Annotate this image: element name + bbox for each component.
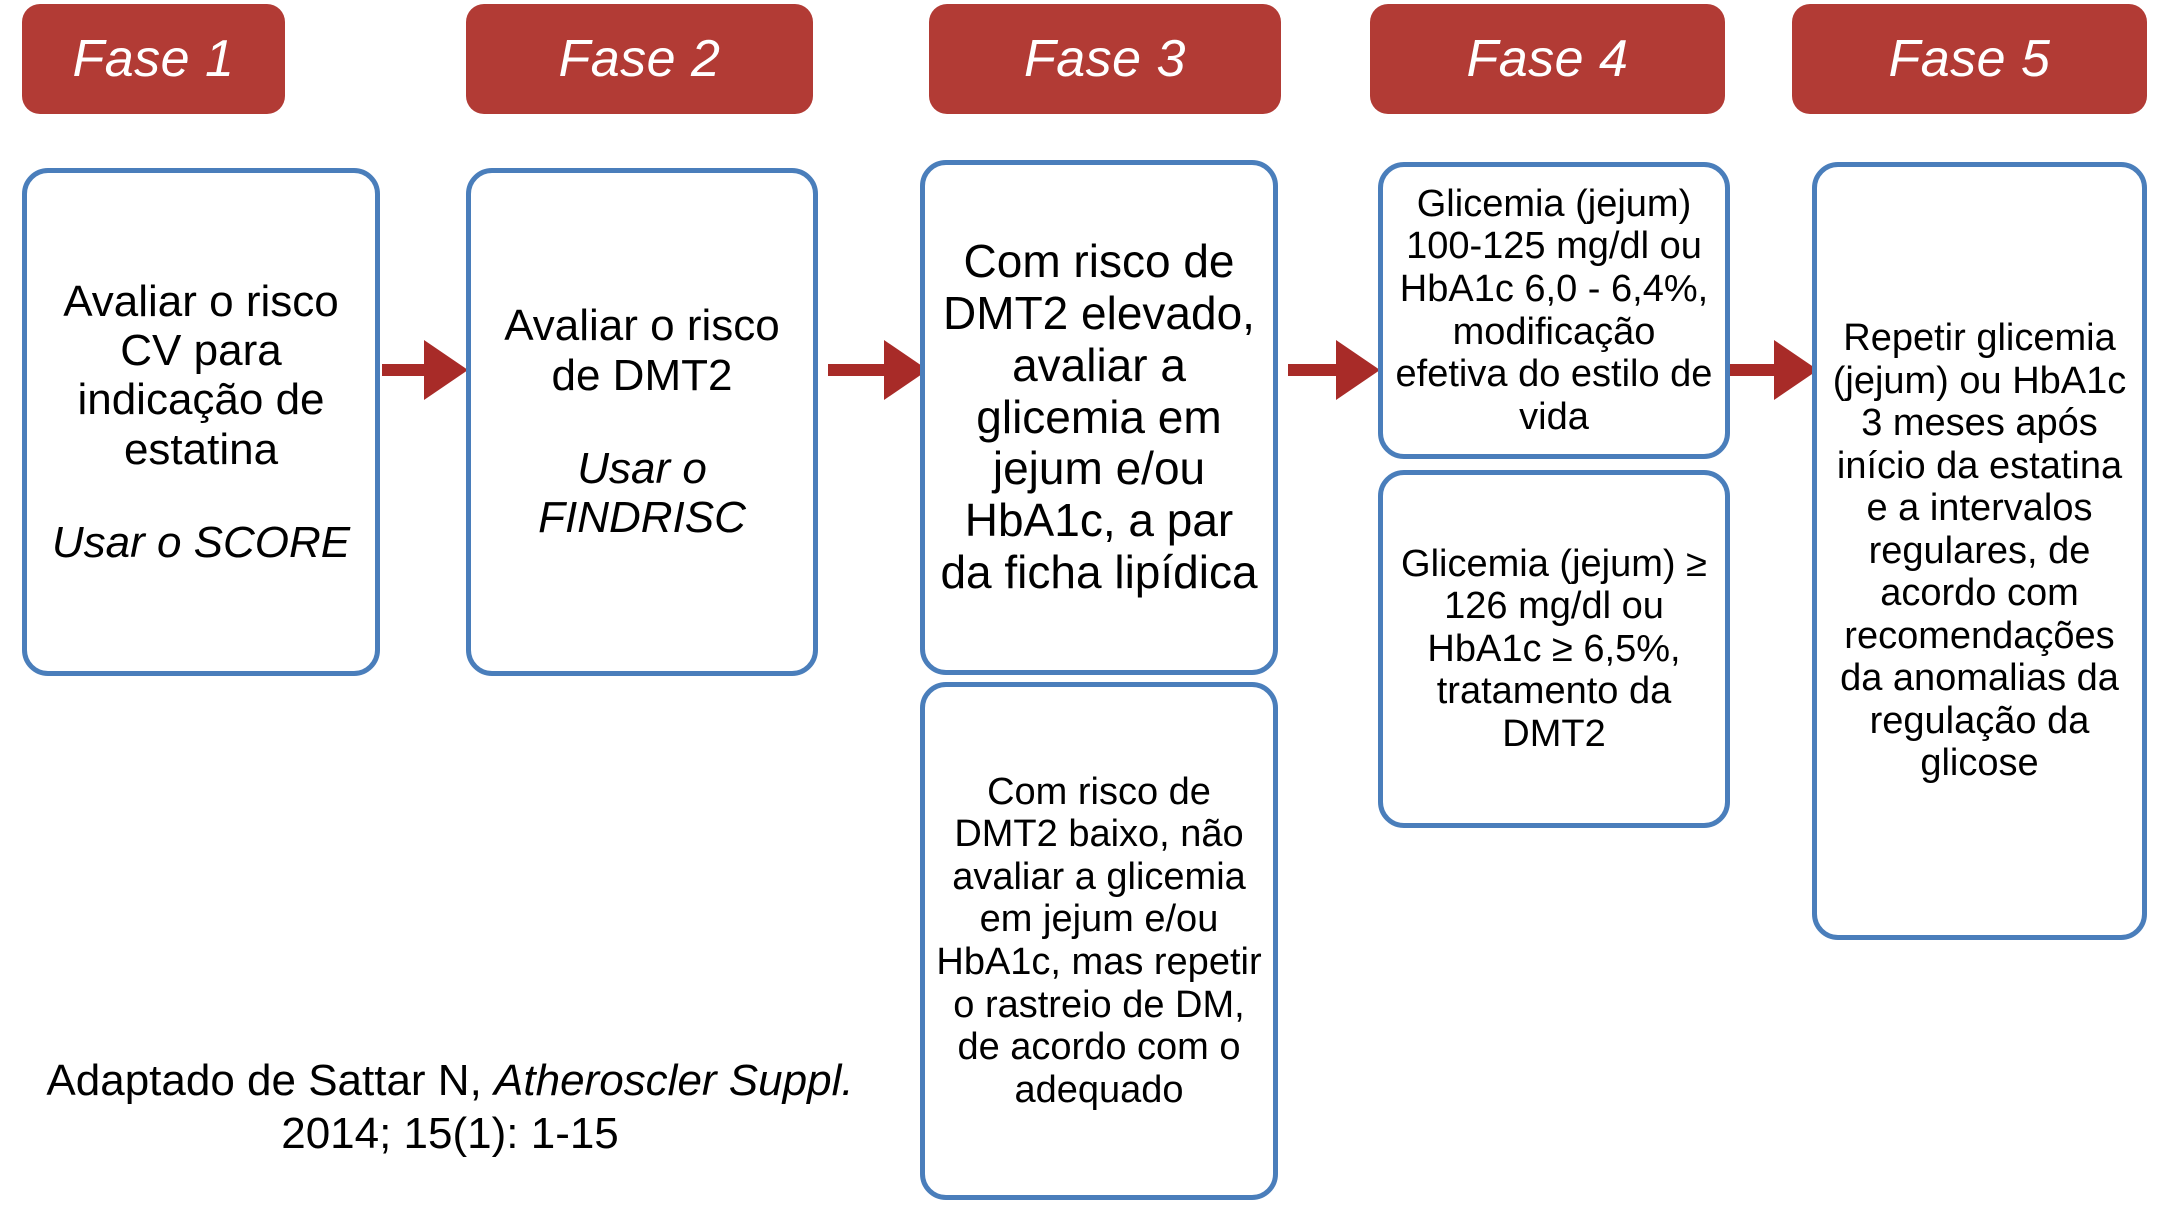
arrow-fase1-to-fase2 bbox=[382, 340, 468, 400]
arrow-head-icon bbox=[424, 340, 468, 400]
arrow-shaft bbox=[382, 364, 424, 376]
phase-header-2: Fase 2 bbox=[466, 4, 813, 114]
arrow-shaft bbox=[828, 364, 884, 376]
arrow-fase2-to-fase3 bbox=[828, 340, 928, 400]
phase-header-1-label: Fase 1 bbox=[72, 30, 235, 88]
arrow-shaft bbox=[1288, 364, 1336, 376]
phase-3-box-1: Com risco de DMT2 elevado, avaliar a gli… bbox=[920, 160, 1278, 675]
source-caption-line1: Adaptado de Sattar N, Atheroscler Suppl. bbox=[0, 1055, 900, 1108]
phase-2-box-1: Avaliar o risco de DMT2 Usar o FINDRISC bbox=[466, 168, 818, 676]
phase-5-box-1-text: Repetir glicemia (jejum) ou HbA1c 3 mese… bbox=[1832, 316, 2127, 785]
phase-header-2-label: Fase 2 bbox=[558, 30, 721, 88]
phase-header-3-label: Fase 3 bbox=[1024, 30, 1186, 88]
arrow-head-icon bbox=[1774, 340, 1818, 400]
source-caption-line1-plain: Adaptado de Sattar N, bbox=[46, 1056, 495, 1105]
phase-header-4: Fase 4 bbox=[1370, 4, 1725, 114]
arrow-fase4-to-fase5 bbox=[1730, 340, 1818, 400]
phase-header-5-label: Fase 5 bbox=[1888, 30, 2051, 88]
phase-header-3: Fase 3 bbox=[929, 4, 1281, 114]
arrow-head-icon bbox=[1336, 340, 1380, 400]
phase-3-box-2: Com risco de DMT2 baixo, não avaliar a g… bbox=[920, 682, 1278, 1200]
phase-header-4-label: Fase 4 bbox=[1466, 30, 1629, 88]
phase-header-5: Fase 5 bbox=[1792, 4, 2147, 114]
phase-4-box-2: Glicemia (jejum) ≥ 126 mg/dl ou HbA1c ≥ … bbox=[1378, 470, 1730, 828]
phase-1-box-1: Avaliar o risco CV para indicação de est… bbox=[22, 168, 380, 676]
phase-4-box-2-text: Glicemia (jejum) ≥ 126 mg/dl ou HbA1c ≥ … bbox=[1401, 542, 1707, 755]
phase-3-box-1-text: Com risco de DMT2 elevado, avaliar a gli… bbox=[940, 234, 1258, 599]
phase-header-1: Fase 1 bbox=[22, 4, 285, 114]
source-caption-line2: 2014; 15(1): 1-15 bbox=[281, 1108, 619, 1158]
phase-4-box-1: Glicemia (jejum) 100-125 mg/dl ou HbA1c … bbox=[1378, 162, 1730, 459]
phase-5-box-1: Repetir glicemia (jejum) ou HbA1c 3 mese… bbox=[1812, 162, 2147, 940]
phase-2-box-1-italic: Usar o FINDRISC bbox=[538, 444, 746, 543]
phase-1-box-1-italic: Usar o SCORE bbox=[51, 517, 351, 567]
phase-1-box-1-text: Avaliar o risco CV para indicação de est… bbox=[63, 276, 339, 474]
phase-4-box-1-text: Glicemia (jejum) 100-125 mg/dl ou HbA1c … bbox=[1395, 182, 1713, 438]
arrow-shaft bbox=[1730, 364, 1774, 376]
source-caption-journal: Atheroscler Suppl. bbox=[494, 1056, 854, 1105]
phase-3-box-2-text: Com risco de DMT2 baixo, não avaliar a g… bbox=[936, 770, 1262, 1111]
arrow-fase3-to-fase4 bbox=[1288, 340, 1380, 400]
source-caption: Adaptado de Sattar N, Atheroscler Suppl.… bbox=[0, 1055, 900, 1161]
phase-2-box-1-text: Avaliar o risco de DMT2 bbox=[504, 301, 780, 400]
